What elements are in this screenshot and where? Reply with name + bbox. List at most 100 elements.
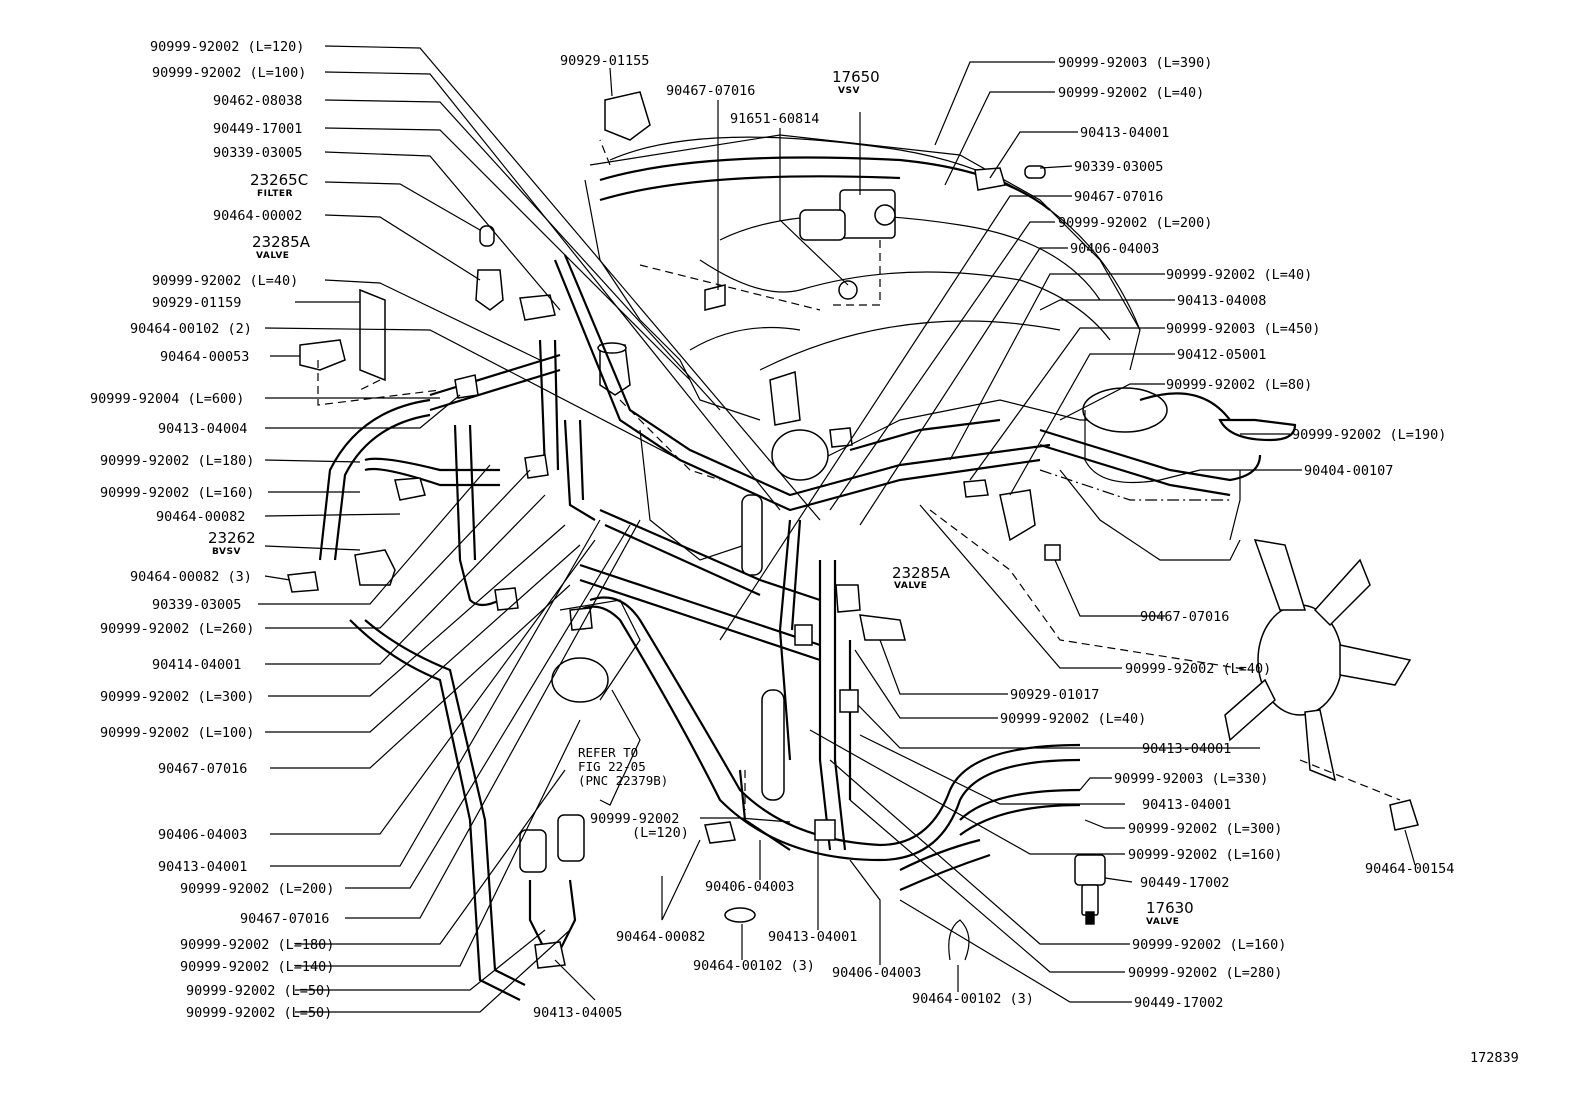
tee-90413-04001-top <box>974 167 1006 191</box>
valve-23285a-left <box>475 269 504 311</box>
label-valve: VALVE <box>256 251 289 261</box>
label-90467e: 90467-07016 <box>1140 609 1229 625</box>
clip-90464-00154 <box>1389 799 1419 831</box>
clip-center-a <box>829 427 853 448</box>
clamp-90464-00102-3b <box>948 919 970 961</box>
label-90404: 90404-00107 <box>1304 463 1393 479</box>
clip-90929-01155 <box>604 91 651 141</box>
label-l160c: 90999-92002 (L=160) <box>1132 937 1286 953</box>
label-90413-04001b: 90413-04001 <box>1080 125 1169 141</box>
label-91651: 91651-60814 <box>730 111 819 127</box>
label-l300b: 90999-92002 (L=300) <box>1128 821 1282 837</box>
label-90339c: 90339-03005 <box>1074 159 1163 175</box>
clip-center-b <box>569 607 593 631</box>
label-90467a: 90467-07016 <box>158 761 247 777</box>
label-l40c: 90999-92002 (L=40) <box>1166 267 1312 283</box>
label-90414: 90414-04001 <box>152 657 241 673</box>
label-valve-b: VALVE <box>894 581 927 591</box>
label-90467c: 90467-07016 <box>666 83 755 99</box>
label-l180a: 90999-92002 (L=180) <box>100 453 254 469</box>
intake-pipe <box>741 494 763 576</box>
label-90464-00002: 90464-00002 <box>213 208 302 224</box>
label-l50a: 90999-92002 (L=50) <box>186 983 332 999</box>
tee-center-1 <box>963 479 989 498</box>
valve-17630 <box>1074 854 1106 925</box>
tee-90413-04004 <box>454 374 479 399</box>
label-l190: 90999-92002 (L=190) <box>1292 427 1446 443</box>
canister-left <box>519 829 547 873</box>
label-l260: 90999-92002 (L=260) <box>100 621 254 637</box>
clip-90464-00082-3 <box>287 571 319 593</box>
throttle-body <box>771 429 829 481</box>
label-90464-00082-3: 90464-00082 (3) <box>130 569 252 585</box>
label-90449b: 90449-17002 <box>1140 875 1229 891</box>
label-l280: 90999-92002 (L=280) <box>1128 965 1282 981</box>
tee-center-4 <box>794 624 813 646</box>
tee-center-5 <box>524 454 549 479</box>
label-90412: 90412-05001 <box>1177 347 1266 363</box>
bvsv-23262 <box>354 549 396 586</box>
label-23262: 23262 <box>208 529 256 547</box>
label-90929-01155: 90929-01155 <box>560 53 649 69</box>
label-l160a: 90999-92002 (L=160) <box>100 485 254 501</box>
vsv-17650 <box>639 189 896 311</box>
label-23265c: 23265C <box>250 171 308 189</box>
label-17650: 17650 <box>832 68 880 86</box>
label-90406c: 90406-04003 <box>705 879 794 895</box>
label-l40b: 90999-92002 (L=40) <box>1058 85 1204 101</box>
label-l450: 90999-92003 (L=450) <box>1166 321 1320 337</box>
leader-lines <box>258 45 1416 1013</box>
label-l180b: 90999-92002 (L=180) <box>180 937 334 953</box>
tee-90413-04005 <box>534 941 566 969</box>
label-23285a: 23285A <box>252 233 311 251</box>
label-l40e: 90999-92002 (L=40) <box>1000 711 1146 727</box>
label-l200a: 90999-92002 (L=200) <box>180 881 334 897</box>
label-l140: 90999-92002 (L=140) <box>180 959 334 975</box>
label-90413-04005: 90413-04005 <box>533 1005 622 1021</box>
label-90413-04001c: 90413-04001 <box>1142 741 1231 757</box>
cooling-fan <box>1224 539 1412 782</box>
label-l200b: 90999-92002 (L=200) <box>1058 215 1212 231</box>
clip-90464-00082-b <box>704 821 736 844</box>
label-90413-04004: 90413-04004 <box>158 421 247 437</box>
label-90929-01017: 90929-01017 <box>1010 687 1099 703</box>
label-90339b: 90339-03005 <box>152 597 241 613</box>
label-bvsv: BVSV <box>212 547 241 557</box>
label-90413-04008: 90413-04008 <box>1177 293 1266 309</box>
tee-center-2 <box>839 689 859 713</box>
clamp-90464-00102-3a <box>724 907 756 923</box>
clip-90929-01017 <box>859 614 906 641</box>
label-90464-00082a: 90464-00082 <box>156 509 245 525</box>
label-90929-01159: 90929-01159 <box>152 295 241 311</box>
label-90413-04001a: 90413-04001 <box>158 859 247 875</box>
bracket-90929-01159 <box>359 288 386 382</box>
label-l40d: 90999-92002 (L=40) <box>1125 661 1271 677</box>
label-90449a: 90449-17001 <box>213 121 302 137</box>
components <box>287 91 1419 969</box>
label-vsv: VSV <box>838 86 860 96</box>
label-refer-2: FIG 22-05 <box>578 759 646 774</box>
label-90464-00154: 90464-00154 <box>1365 861 1454 877</box>
label-l120b: 90999-92002 <box>590 811 679 827</box>
filter-23265c <box>479 225 495 247</box>
part-labels: 90999-92002 (L=120) 90999-92002 (L=100) … <box>90 39 1519 1066</box>
label-90406a: 90406-04003 <box>158 827 247 843</box>
canister-right <box>557 814 585 862</box>
vacuum-lines <box>318 156 1297 1001</box>
label-l120: 90999-92002 (L=120) <box>150 39 304 55</box>
label-l100a: 90999-92002 (L=100) <box>152 65 306 81</box>
plug-90339-03005-top <box>1024 165 1046 179</box>
clip-upper-left <box>519 294 556 321</box>
label-90464-00102-3b: 90464-00102 (3) <box>912 991 1034 1007</box>
tee-center-3 <box>814 819 836 841</box>
coolant-reservoir <box>1082 387 1168 433</box>
label-l50b: 90999-92002 (L=50) <box>186 1005 332 1021</box>
bolt-91651 <box>838 280 858 300</box>
clip-90929-left-mid <box>494 587 519 611</box>
hose-big-vertical <box>761 689 785 801</box>
clip-90464-00082 <box>394 477 426 501</box>
clip-90467-07016-right <box>999 489 1036 542</box>
label-23285a-b: 23285A <box>892 564 951 582</box>
label-90413-04001e: 90413-04001 <box>768 929 857 945</box>
